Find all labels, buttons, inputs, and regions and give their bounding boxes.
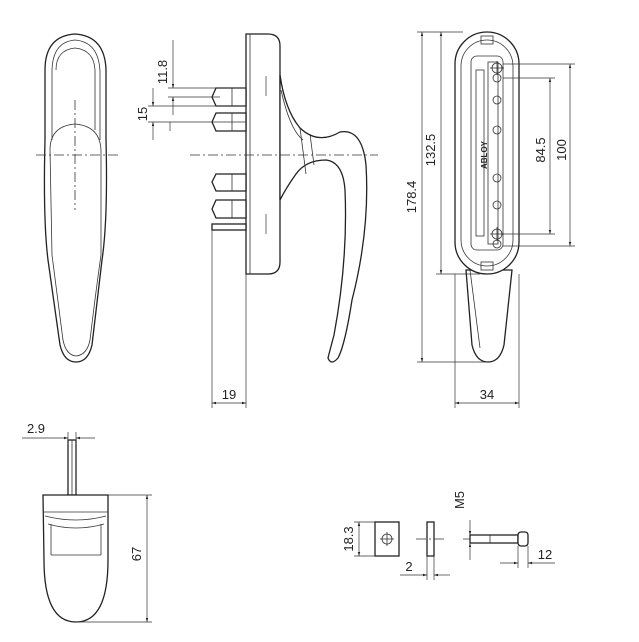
dim-label-11-8: 11.8 — [155, 60, 170, 84]
dimension-m5: M5 — [452, 491, 472, 560]
dimension-67: 67 — [76, 494, 152, 623]
washer-plate — [416, 521, 446, 557]
dim-label-178-4: 178.4 — [404, 181, 419, 214]
handle-side-view — [190, 33, 378, 363]
dimension-2-9: 2.9 — [22, 421, 95, 445]
dimension-19: 19 — [211, 230, 247, 408]
dim-label-m5: M5 — [452, 491, 467, 509]
dim-label-2: 2 — [405, 559, 412, 574]
dim-label-12: 12 — [538, 547, 552, 562]
dimension-84-5: 84.5 — [503, 77, 555, 235]
handle-front-view — [36, 33, 118, 363]
screw — [463, 531, 530, 547]
dim-label-84-5: 84.5 — [533, 137, 548, 162]
dimension-2: 2 — [400, 556, 450, 580]
handle-rear-view: ABLOY — [454, 31, 520, 363]
nut-plate — [374, 521, 400, 557]
dimension-18-3: 18.3 — [341, 521, 375, 557]
dim-label-34: 34 — [480, 387, 494, 402]
dimension-11-8: 11.8 — [155, 40, 246, 115]
dim-label-132-5: 132.5 — [423, 134, 438, 167]
dimension-12: 12 — [500, 546, 555, 568]
dim-label-2-9: 2.9 — [27, 421, 45, 436]
brand-mark: ABLOY — [480, 140, 489, 169]
dim-label-100: 100 — [554, 139, 569, 161]
handle-end-view — [42, 439, 109, 623]
dimension-100: 100 — [503, 63, 575, 247]
dimension-15: 15 — [135, 88, 246, 140]
dim-label-67: 67 — [129, 547, 144, 561]
dim-label-15: 15 — [135, 107, 150, 121]
dim-label-19: 19 — [222, 387, 236, 402]
dim-label-18-3: 18.3 — [341, 526, 356, 551]
dimension-178-4: 178.4 — [404, 31, 488, 363]
dimension-132-5: 132.5 — [423, 32, 480, 275]
dimension-34: 34 — [454, 274, 520, 408]
